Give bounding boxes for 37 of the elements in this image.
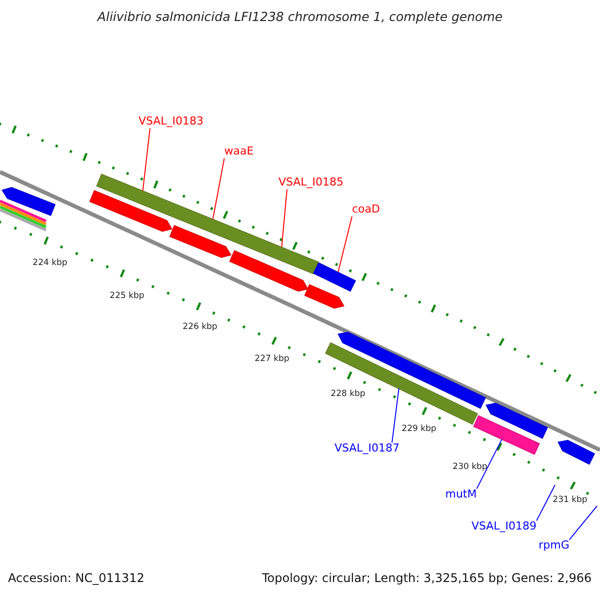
gene-feature (169, 225, 232, 258)
scale-label: 231 kbp (552, 496, 588, 506)
leader-line (212, 158, 225, 220)
scale-label: 227 kbp (254, 355, 290, 365)
gene-label: VSAL_I0189 (471, 520, 537, 534)
gene-label: mutM (445, 488, 477, 502)
scale-label: 225 kbp (110, 292, 144, 302)
gene-feature (558, 440, 596, 465)
scale-label: 230 kbp (452, 463, 488, 473)
gene-label: VSAL_I0183 (138, 116, 204, 128)
gene-label: VSAL_I0187 (334, 442, 400, 456)
gene-feature (486, 402, 548, 439)
gene-feature (473, 415, 540, 455)
scale-label: 229 kbp (402, 425, 436, 435)
leader-line (568, 506, 598, 540)
leader-line (476, 438, 502, 490)
gene-feature (229, 250, 308, 292)
footer-text: Accession: NC_011312 (8, 572, 144, 586)
leader-line (281, 188, 288, 248)
gene-label: VSAL_I0185 (278, 176, 344, 190)
leader-line (142, 128, 150, 192)
leader-line (392, 388, 400, 444)
gene-feature (304, 284, 344, 309)
scale-label: 224 kbp (32, 259, 68, 269)
gene-feature (89, 190, 172, 232)
gene-label: rpmG (538, 540, 570, 552)
scale-label: 228 kbp (330, 390, 366, 400)
gene-label: waaE (224, 146, 254, 158)
scale-label: 226 kbp (182, 323, 218, 333)
gene-feature (2, 187, 56, 216)
title: Aliivibrio salmonicida LFI1238 chromosome 1, complete genome (96, 10, 504, 24)
footer-text: Topology: circular; Length: 3,325,165 bp; Genes: 2,966 (262, 572, 592, 586)
gene-feature (324, 342, 478, 425)
gene-feature (312, 262, 356, 292)
leader-line (338, 216, 352, 273)
leader-line (536, 484, 556, 522)
gene-label: coaD (352, 204, 380, 216)
